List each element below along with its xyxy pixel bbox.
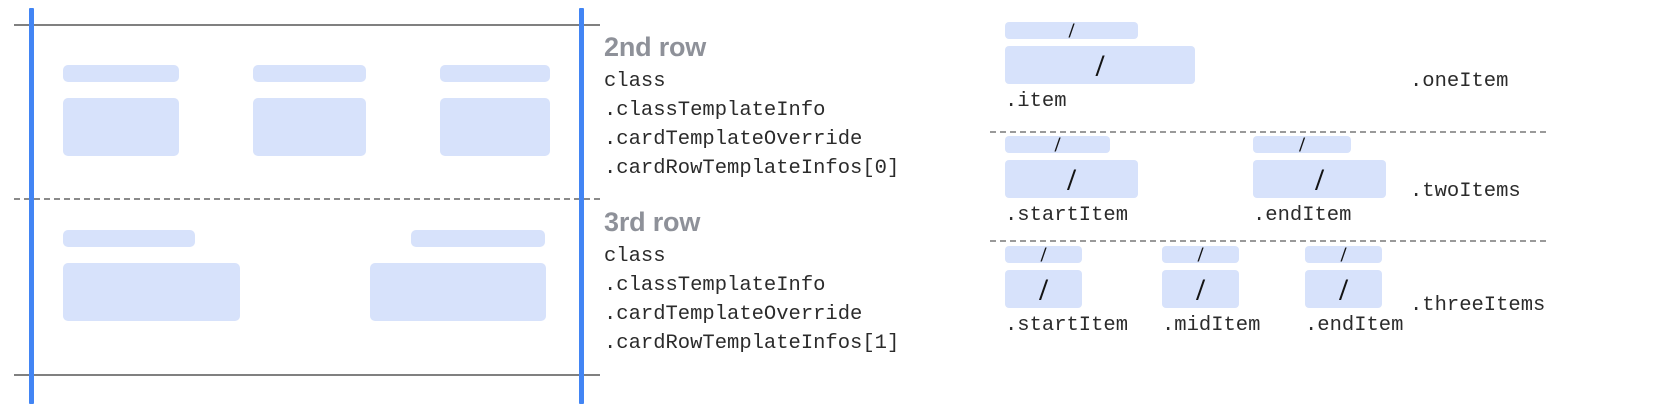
slash-icon: / [1196, 271, 1205, 307]
code-line: .cardTemplateOverride [604, 303, 863, 326]
slash-icon: / [1067, 161, 1076, 197]
slash-icon: / [1068, 18, 1075, 42]
one-item-variant: .oneItem / / .item [980, 18, 1676, 134]
variant-name-label: .threeItems [1410, 294, 1546, 317]
title-placeholder-5 [411, 230, 545, 247]
body-placeholder-3 [440, 98, 550, 156]
slash-icon: / [1340, 242, 1347, 266]
title-placeholder: / [1005, 18, 1138, 42]
code-line: .classTemplateInfo [604, 274, 826, 297]
slash-icon: / [1095, 47, 1105, 83]
code-line: class [604, 70, 666, 93]
slash-icon: / [1315, 161, 1324, 197]
variant-separator-dashed [990, 240, 1546, 242]
title-placeholder-2 [253, 65, 366, 82]
row-separator-dashed [14, 198, 600, 200]
title-placeholder: / [1162, 242, 1239, 266]
item-cell: / / .item [1005, 18, 1195, 115]
cell-name-label: .endItem [1305, 314, 1404, 337]
variant-separator-dashed [990, 131, 1546, 133]
title-placeholder: / [1253, 132, 1351, 156]
variant-name-label: .oneItem [1410, 70, 1509, 93]
left-margin-guide [29, 8, 34, 404]
body-placeholder: / [1305, 270, 1382, 308]
second-row-title: 2nd row [604, 32, 707, 62]
body-placeholder: / [1005, 46, 1195, 84]
right-margin-guide [579, 8, 584, 404]
body-placeholder: / [1162, 270, 1239, 308]
body-placeholder-2 [253, 98, 366, 156]
title-placeholder-1 [63, 65, 179, 82]
slash-icon: / [1039, 271, 1048, 307]
card-row-layout-preview [0, 0, 600, 412]
bottom-boundary-rule [14, 374, 600, 376]
body-placeholder: / [1005, 160, 1138, 198]
title-placeholder-4 [63, 230, 195, 247]
slash-icon: / [1197, 242, 1204, 266]
second-row-annotation: 2nd row class .classTemplateInfo .cardTe… [604, 30, 899, 183]
start-item-cell: / / .startItem [1005, 242, 1129, 339]
item-variants: .oneItem //.item .twoItems //.startItem/… [980, 0, 1676, 412]
three-items-variant: .threeItems / / .startItem / / .midItem / / .end… [980, 242, 1676, 358]
cell-name-label: .midItem [1162, 314, 1261, 337]
variant-name-label: .twoItems [1410, 180, 1521, 203]
two-items-variant: .twoItems //.startItem//.endItem [980, 132, 1676, 244]
body-placeholder-1 [63, 98, 179, 156]
slash-icon: / [1339, 271, 1348, 307]
slash-icon: / [1299, 132, 1305, 156]
body-placeholder-4 [63, 263, 240, 321]
cell-name-label: .startItem [1005, 204, 1129, 227]
slash-icon: / [1054, 132, 1061, 156]
code-line: .cardRowTemplateInfos[0] [604, 157, 900, 180]
slash-icon: / [1040, 242, 1047, 266]
end-item-cell: / / .endItem [1305, 242, 1404, 339]
code-line: class [604, 245, 666, 268]
mid-item-cell: / / .midItem [1162, 242, 1261, 339]
body-placeholder-5 [370, 263, 546, 321]
top-boundary-rule [14, 24, 600, 26]
end-item-cell: / / .endItem [1253, 132, 1386, 229]
code-line: .classTemplateInfo [604, 99, 826, 122]
third-row-title: 3rd row [604, 207, 701, 237]
title-placeholder: / [1005, 132, 1110, 156]
cell-name-label: .endItem [1253, 204, 1352, 227]
code-line: .cardRowTemplateInfos[1] [604, 332, 900, 355]
row-annotations: 2nd row class .classTemplateInfo .cardTe… [604, 0, 976, 412]
body-placeholder: / [1005, 270, 1082, 308]
start-item-cell: // .startItem [1005, 132, 1138, 229]
cell-name-label: .item [1005, 90, 1067, 113]
title-placeholder-3 [440, 65, 550, 82]
body-placeholder: / [1253, 160, 1386, 198]
code-line: .cardTemplateOverride [604, 128, 863, 151]
title-placeholder: / [1305, 242, 1382, 266]
cell-name-label: .startItem [1005, 314, 1129, 337]
title-placeholder: / [1005, 242, 1082, 266]
third-row-annotation: 3rd row class .classTemplateInfo .cardTe… [604, 205, 899, 358]
